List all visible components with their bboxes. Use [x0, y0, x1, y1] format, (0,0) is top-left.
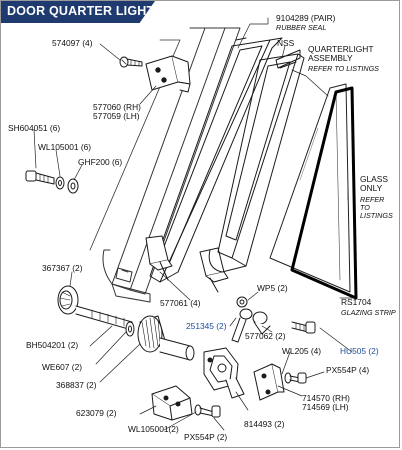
label-we607: WE607 (2) [42, 362, 83, 372]
label-367367: 367367 (2) [42, 263, 83, 273]
label-only: ONLY [360, 183, 383, 193]
hinge-bracket [145, 55, 191, 93]
label-577060: 577060 (RH) [93, 102, 141, 112]
label-wl205: WL205 (4) [282, 346, 322, 356]
label-px554p-bottom: PX554P (2) [184, 432, 228, 442]
diagram-title: DOOR QUARTER LIGHT [7, 4, 155, 18]
screw-574097 [119, 56, 143, 68]
door-frame [89, 27, 241, 303]
label-glass: GLASS [360, 174, 388, 184]
washer-we607 [125, 321, 135, 337]
knob [57, 285, 133, 331]
label-hu505: HU505 (2) [340, 346, 379, 356]
glass-panel [269, 83, 351, 293]
nss-pillar [275, 49, 301, 69]
label-714569: 714569 (LH) [302, 402, 349, 412]
keeper-plate [253, 363, 285, 401]
label-577059: 577059 (LH) [93, 111, 140, 121]
label-251345: 251345 (2) [186, 321, 227, 331]
label-wl105001-2: WL105001(2) [128, 424, 179, 434]
screw-washer-set [25, 170, 79, 194]
label-wp5: WP5 (2) [257, 283, 288, 293]
catch-body [203, 347, 245, 399]
label-glazing-strip: GLAZING STRIP [341, 308, 396, 317]
label-assembly: ASSEMBLY [308, 53, 353, 63]
label-623079: 623079 (2) [76, 408, 117, 418]
small-fittings [231, 296, 271, 343]
title-banner: DOOR QUARTER LIGHT [1, 1, 155, 23]
label-368837: 368837 (2) [56, 380, 97, 390]
label-nss: NSS [277, 38, 295, 48]
label-refer-listings: REFER TO LISTINGS [308, 64, 379, 73]
label-rubber-seal: RUBBER SEAL [276, 23, 327, 32]
screw-px554p-right [284, 372, 307, 384]
label-listings: LISTINGS [360, 211, 393, 220]
pivot-brackets [145, 235, 229, 293]
label-rs1704: RS1704 [341, 297, 372, 307]
leader-lines [33, 17, 355, 431]
label-to: TO [360, 203, 370, 212]
glazing-strip [290, 86, 358, 300]
label-577062: 577062 (2) [245, 331, 286, 341]
label-574097: 574097 (4) [52, 38, 93, 48]
label-577061: 577061 (4) [160, 298, 201, 308]
label-quarterlight: QUARTERLIGHT [308, 44, 374, 54]
label-sh604051: SH604051 (6) [8, 123, 61, 133]
handle-barrel [137, 315, 195, 361]
label-ghf200: GHF200 (6) [78, 157, 123, 167]
label-9104289: 9104289 (PAIR) [276, 13, 336, 23]
label-wl105001: WL105001 (6) [38, 142, 92, 152]
label-refer: REFER [360, 195, 385, 204]
label-714570: 714570 (RH) [302, 393, 350, 403]
quarterlight-frame [149, 37, 283, 283]
label-bh504201: BH504201 (2) [26, 340, 79, 350]
label-814493: 814493 (2) [244, 419, 285, 429]
label-px554p-right: PX554P (4) [326, 365, 370, 375]
bracket-623079 [151, 385, 193, 421]
screw-px554p-bottom [194, 404, 221, 418]
screw-hu505 [291, 321, 316, 334]
